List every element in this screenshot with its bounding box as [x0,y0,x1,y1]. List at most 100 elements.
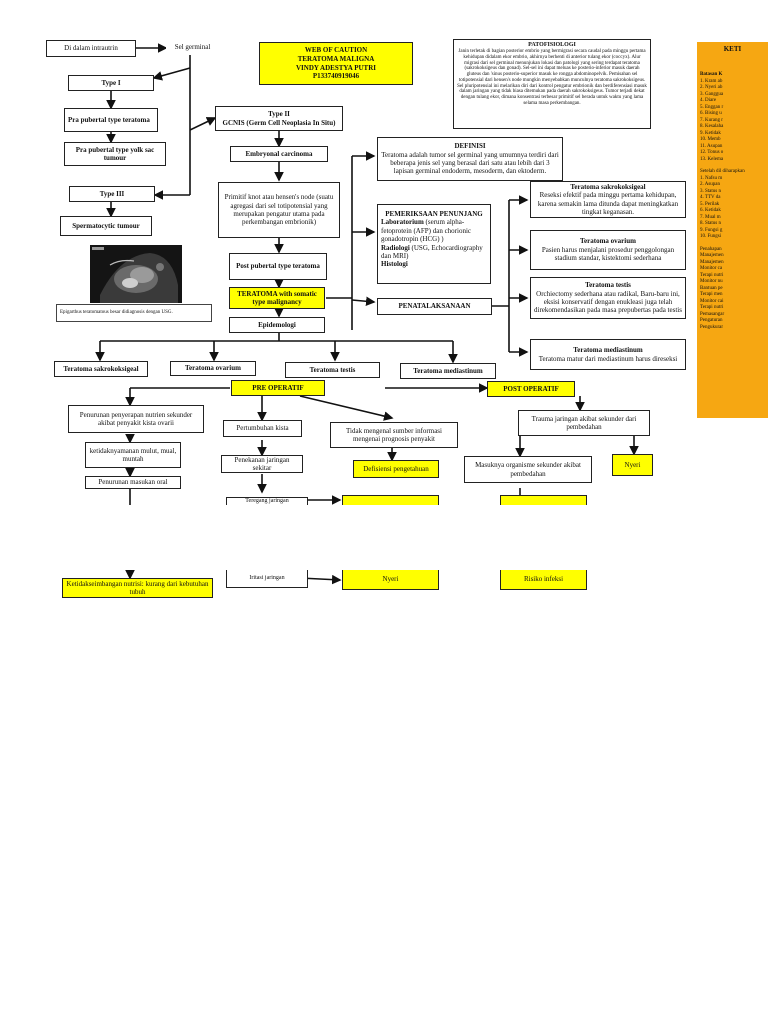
panel-item: 7. Mual m [700,214,721,220]
nyeri-post-box: Nyeri [612,454,653,476]
type-sakrokoksigeal: Teratoma sakrokoksigeal [54,361,148,377]
rad-label: Radiologi [381,243,410,252]
panel-item: 2. Nyeri ab [700,85,723,91]
panel-item: 13. Kelema [700,156,724,162]
pemeriksaan-title: PEMERIKSAAN PENUNJANG [385,210,483,218]
tidak-mengenal-text: Tidak mengenal sumber informasi mengenai… [346,426,442,443]
defisiensi-text: Defisiensi pengetahuan [363,464,429,473]
nyeri-pre-text: Nyeri [382,575,399,584]
pra-pubertal-yolk-box: Pra pubertal type yolk sac tumour [64,142,166,166]
panel-item: Pengukurar [700,324,724,330]
sel-germinal-label: Sel germinal [166,40,219,55]
penekanan-box: Penekanan jaringan sekitar [221,455,303,473]
embryonal-text: Embryonal carcinoma [245,149,313,158]
post-operatif-text: POST OPERATIF [503,384,559,393]
panel-item: 2. Asupan [700,182,720,188]
defisiensi-box: Defisiensi pengetahuan [353,460,439,478]
type-mediastinum-text: Teratoma mediastinum [413,366,483,375]
panel-item: 8. Status n [700,221,721,227]
pre-operatif-box: PRE OPERATIF [231,380,325,396]
title-box: WEB OF CAUTION TERATOMA MALIGNA VINDY AD… [259,42,413,85]
definisi-title: DEFINISI [454,142,486,151]
penurunan-masukan-text: Penurunan masukan oral [98,478,168,487]
panel-item: 5. Perilak [700,201,720,207]
treatment-sakro-title: Teratoma sakrokoksigeal [570,182,646,191]
panel-item: Terapi nutri [700,305,724,311]
penurunan-penyerapan-text: Penurunan penyerapan nutrien sekunder ak… [79,410,193,427]
patofisiologi-title: PATOFISIOLOGI [528,42,576,48]
panel-item: 3. Ganggua [700,91,724,97]
panel-item: Pengaturan [700,318,723,324]
cut-box-tops: Teregang jaringan [0,495,768,510]
pemeriksaan-rad: Radiologi (USG, Echocardiography dan MRI… [381,244,487,261]
treatment-testis: Teratoma testis Orchiectomy sederhana at… [530,277,686,319]
definisi-box: DEFINISI Teratoma adalah tumor sel germi… [377,137,563,181]
title-line2: TERATOMA MALIGNA [297,54,375,63]
panel-item: 8. Kesalaha [700,124,724,130]
spermatocytic-box: Spermatocytic tumour [60,216,152,236]
panel-item: Monitor nu [700,279,723,285]
pra-pubertal-box: Pra pubertal type teratoma [64,108,158,132]
panel-item: Monitor cai [700,298,724,304]
panel-item: 6. Ketidak [700,208,721,214]
treatment-sakrokoksigeal: Teratoma sakrokoksigeal Reseksi efektif … [530,181,686,218]
iritasi-text: Iritasi jaringan [249,574,285,581]
title-line4: P133740919046 [312,72,360,81]
title-line3: VINDY ADESTYA PUTRI [295,63,376,72]
primitif-text: Primitif knot atau hensen's node (suatu … [224,193,334,227]
trauma-box: Trauma jaringan akibat sekunder dari pem… [518,410,650,436]
type-ovarium-text: Teratoma ovarium [185,364,241,373]
post-pubertal-box: Post pubertal type teratoma [229,253,327,280]
treatment-mediastinum: Teratoma mediastinum Teratoma matur dari… [530,339,686,370]
ketidakseimbangan-box: Ketidakseimbangan nutrisi: kurang dari k… [62,578,213,598]
panel-item: 9. Ketidak [700,130,721,136]
type-ovarium: Teratoma ovarium [170,361,256,376]
panel-item: Monitor ca [700,266,723,272]
missing-region [0,510,768,570]
nyeri-post-text: Nyeri [624,460,641,469]
usg-caption-text: Epigarthus teratomatous besar didiagnosi… [60,310,173,315]
type2-line2: GCNIS (Germ Cell Neoplasia In Situ) [222,118,336,127]
type2-line1: Type II [268,110,290,119]
panel-item: 1. Nafsu m [700,175,723,181]
post-pubertal-text: Post pubertal type teratoma [236,262,320,271]
panel-item: 10. Fungsi [700,234,722,240]
pemeriksaan-box: PEMERIKSAAN PENUNJANG Laboratorium (seru… [377,204,491,284]
panel-heading: KETI [723,45,742,53]
treatment-sakro-text: Reseksi efektif pada minggu pertama kehi… [537,191,679,216]
somatic-malignancy-box: TERATOMA with somatic type malignancy [229,287,325,309]
panel-item: Manajemen [700,253,724,259]
ultrasound-scan-icon [90,245,182,303]
pertumbuhan-kista-box: Pertumbuhan kista [223,420,302,437]
treatment-ovarium: Teratoma ovarium Pasien harus menjalani … [530,230,686,270]
teregang-box-top: Teregang jaringan [226,497,308,505]
risiko-infeksi-text: Risiko infeksi [523,575,564,584]
panel-item: 3. Status n [700,188,721,194]
ketidaknyamanan-box: ketidaknyamanan mulut, mual, muntah [85,442,181,468]
penurunan-masukan-box: Penurunan masukan oral [85,476,181,489]
type-testis: Teratoma testis [285,362,380,378]
panel-item: 12. Tonus o [700,150,724,156]
panel-item: Manajemen [700,259,724,265]
pemeriksaan-lab: Laboratorium (serum alpha-fetoprotein (A… [381,218,487,243]
penatalaksanaan-text: PENATALAKSANAAN [398,302,471,311]
treatment-mediastinum-title: Teratoma mediastinum [573,346,643,355]
pra-pubertal-text: Pra pubertal type teratoma [68,115,150,124]
intrauterin-text: Di dalam intrautrin [64,44,118,53]
panel-item: 11. Asupan [700,143,723,149]
usg-caption: Epigarthus teratomatous besar didiagnosi… [56,304,212,322]
rad-text: (USG, Echocardiography dan MRI) [381,243,483,260]
panel-item: 1. Kram ab [700,78,723,84]
tidak-mengenal-box: Tidak mengenal sumber informasi mengenai… [330,422,458,448]
type1-text: Type I [101,78,121,87]
treatment-testis-title: Teratoma testis [585,281,631,290]
risiko-infeksi-box: Risiko infeksi [500,570,587,590]
masuknya-text: Masuknya organisme sekunder akibat pembe… [475,461,581,478]
type3-box: Type III [69,186,155,202]
panel-setelah-label: Setelah dil diharapkan [700,169,745,175]
type-sakro-text: Teratoma sakrokoksigeal [63,364,139,373]
ketidaknyamanan-text: ketidaknyamanan mulut, mual, muntah [89,446,177,463]
